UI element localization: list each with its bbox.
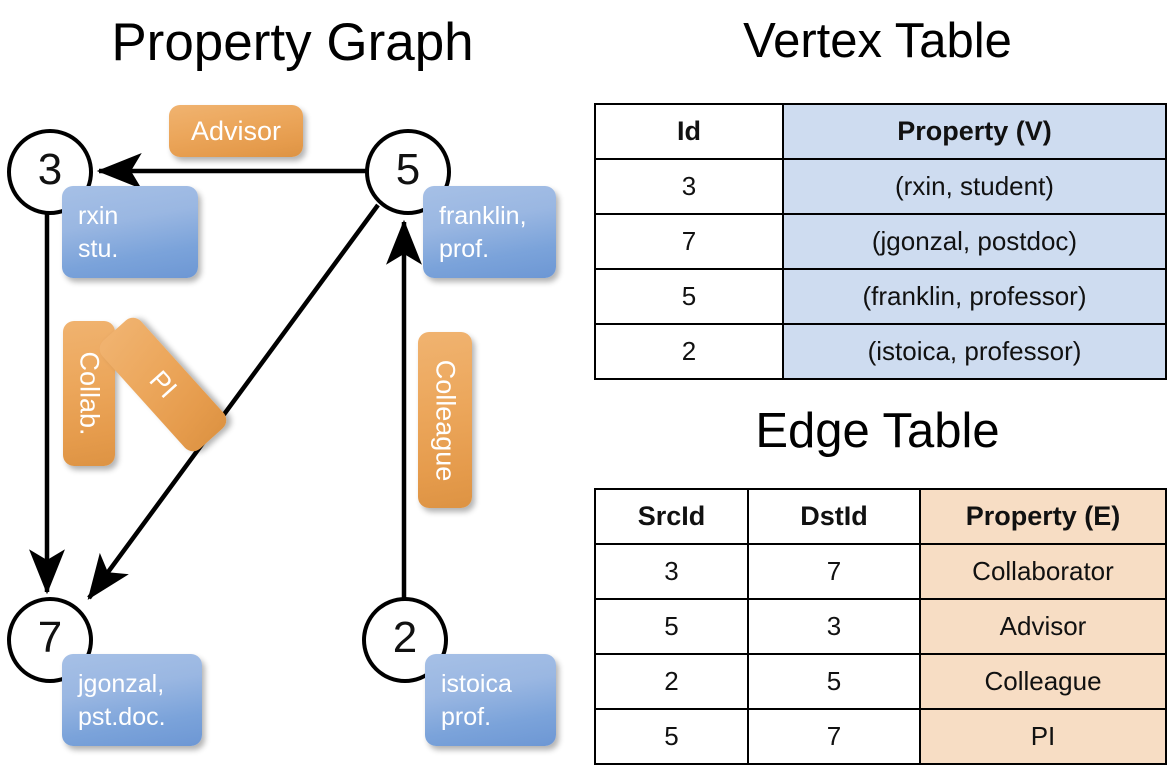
vertex-table-cell-property: (rxin, student) — [782, 158, 1167, 215]
edge-label-pi-text: PI — [143, 364, 184, 404]
edge-table-cell-srcid: 3 — [594, 543, 749, 600]
edge-label-colleague-text: Colleague — [430, 359, 461, 481]
vertex-property-7-line2: pst.doc. — [78, 703, 166, 731]
graph-node-5-label: 5 — [395, 145, 421, 194]
vertex-property-3-line1: rxin — [78, 202, 119, 230]
edge-table-cell-property: Colleague — [919, 653, 1167, 710]
edge-table-cell-property: Advisor — [919, 598, 1167, 655]
edge-table-cell-dstid: 5 — [747, 653, 921, 710]
table-row: 2 (istoica, professor) — [594, 323, 1167, 380]
vertex-property-box-3: rxin stu. — [62, 186, 198, 278]
graph-node-5[interactable]: 5 — [365, 129, 451, 215]
edge-label-collab-text: Collab. — [74, 351, 105, 436]
page-title-edge-table: Edge Table — [755, 404, 1000, 458]
edge-table-header-dstid: DstId — [747, 488, 921, 545]
vertex-property-5-line2: prof. — [439, 235, 490, 263]
vertex-property-2-line2: prof. — [441, 703, 492, 731]
vertex-table-cell-property: (istoica, professor) — [782, 323, 1167, 380]
table-row: 3 (rxin, student) — [594, 158, 1167, 215]
vertex-table-header-row: Id Property (V) — [594, 103, 1167, 160]
graph-node-2-label: 2 — [392, 613, 418, 662]
graph-edges-canvas — [29, 153, 422, 600]
vertex-table-header-id: Id — [594, 103, 784, 160]
edge-table-header-row: SrcId DstId Property (E) — [594, 488, 1167, 545]
vertex-property-5-line1: franklin, — [439, 202, 527, 230]
page-title-property-graph: Property Graph — [111, 13, 474, 72]
vertex-property-box-2: istoica prof. — [425, 654, 556, 746]
vertex-table-header-property: Property (V) — [782, 103, 1167, 160]
edge-label-colleague: Colleague — [418, 332, 472, 508]
edge-table-cell-property: PI — [919, 708, 1167, 765]
table-row: 3 7 Collaborator — [594, 543, 1167, 600]
vertex-table-cell-id: 2 — [594, 323, 784, 380]
vertex-table-cell-property: (jgonzal, postdoc) — [782, 213, 1167, 270]
edge-label-advisor: Advisor — [169, 105, 303, 157]
table-row: 2 5 Colleague — [594, 653, 1167, 710]
edge-table-cell-dstid: 7 — [747, 543, 921, 600]
page-title-vertex-table: Vertex Table — [743, 14, 1012, 68]
edge-table-cell-srcid: 2 — [594, 653, 749, 710]
vertex-table: Id Property (V) 3 (rxin, student) 7 (jgo… — [594, 103, 1167, 380]
graph-edge-5-to-7 — [87, 203, 380, 600]
edge-table-header-srcid: SrcId — [594, 488, 749, 545]
vertex-table-cell-id: 3 — [594, 158, 784, 215]
table-row: 5 3 Advisor — [594, 598, 1167, 655]
edge-table-cell-property: Collaborator — [919, 543, 1167, 600]
vertex-property-2-line1: istoica — [441, 670, 512, 698]
edge-table-cell-dstid: 3 — [747, 598, 921, 655]
vertex-table-cell-id: 5 — [594, 268, 784, 325]
table-row: 5 7 PI — [594, 708, 1167, 765]
edge-table-cell-dstid: 7 — [747, 708, 921, 765]
edge-table-cell-srcid: 5 — [594, 708, 749, 765]
edge-label-advisor-text: Advisor — [190, 115, 282, 146]
vertex-table-cell-id: 7 — [594, 213, 784, 270]
graph-node-3-label: 3 — [37, 145, 63, 194]
vertex-property-box-5: franklin, prof. — [423, 186, 556, 278]
edge-table: SrcId DstId Property (E) 3 7 Collaborato… — [594, 488, 1167, 765]
edge-table-header-property: Property (E) — [919, 488, 1167, 545]
graph-node-2[interactable]: 2 — [362, 597, 448, 683]
vertex-table-cell-property: (franklin, professor) — [782, 268, 1167, 325]
graph-node-7-label: 7 — [37, 613, 63, 662]
edge-table-cell-srcid: 5 — [594, 598, 749, 655]
vertex-property-3-line2: stu. — [78, 235, 119, 263]
vertex-property-box-7: jgonzal, pst.doc. — [62, 654, 202, 746]
table-row: 5 (franklin, professor) — [594, 268, 1167, 325]
vertex-property-7-line1: jgonzal, — [78, 670, 165, 698]
table-row: 7 (jgonzal, postdoc) — [594, 213, 1167, 270]
